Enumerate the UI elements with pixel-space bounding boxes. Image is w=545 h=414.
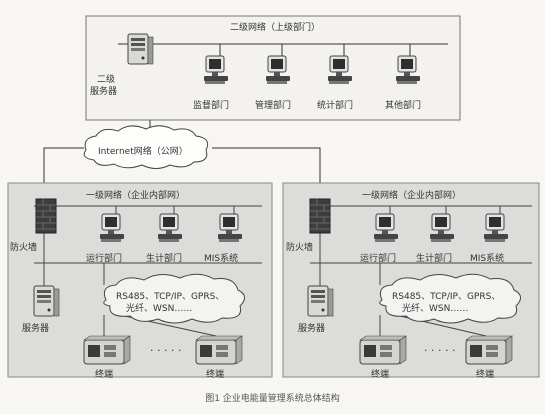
production-dept-label-left: 生计部门	[146, 254, 183, 264]
server-label-right: 服务器	[298, 324, 326, 334]
operation-dept-pc-icon-left	[99, 213, 125, 243]
terminal-ellipsis-right: · · · · ·	[424, 344, 456, 357]
dept-label-supervision: 监督部门	[193, 101, 230, 111]
terminal-ellipsis-left: · · · · ·	[150, 344, 182, 357]
internet-cloud	[83, 125, 209, 169]
terminal-label-right-2: 终端	[476, 370, 495, 380]
secondary-server-label-line1: 二级	[97, 75, 116, 85]
secondary-server-icon	[127, 33, 154, 65]
server-label-left: 服务器	[22, 324, 50, 334]
dept-label-management: 管理部门	[255, 101, 292, 111]
mis-system-label-right: MIS系统	[470, 254, 505, 264]
management-dept-pc-icon	[265, 55, 291, 85]
protocol-text-line1-left: RS485、TCP/IP、GPRS、	[116, 292, 225, 302]
terminal-label-left-2: 终端	[206, 370, 225, 380]
mis-system-label-left: MIS系统	[204, 254, 239, 264]
terminal-icon-left-2	[195, 335, 243, 365]
terminal-icon-right-2	[465, 335, 513, 365]
firewall-icon-left	[35, 198, 57, 234]
terminal-label-left-1: 终端	[95, 370, 114, 380]
other-dept-pc-icon	[395, 55, 421, 85]
protocol-text-line2-left: 光纤、WSN……	[126, 304, 193, 314]
production-dept-label-right: 生计部门	[416, 254, 453, 264]
production-dept-pc-icon-left	[157, 213, 183, 243]
internet-link-left	[43, 147, 84, 198]
secondary-server-label-line2: 服务器	[90, 87, 118, 97]
terminal-label-right-1: 终端	[371, 370, 390, 380]
figure-caption: 图1 企业电能量管理系统总体结构	[205, 394, 340, 404]
operation-dept-label-left: 运行部门	[86, 254, 123, 264]
enterprise-label-left: 一级网络（企业内部网）	[86, 191, 186, 201]
protocol-text-line1-right: RS485、TCP/IP、GPRS、	[392, 292, 501, 302]
protocol-cloud-left	[103, 273, 245, 324]
server-icon-right	[307, 285, 334, 317]
operation-dept-label-right: 运行部门	[360, 254, 397, 264]
statistics-dept-pc-icon	[327, 55, 353, 85]
internet-label: Internet网络（公网）	[98, 147, 188, 157]
terminal-icon-right-1	[359, 335, 407, 365]
firewall-label-right: 防火墙	[286, 243, 314, 253]
internet-link-right	[212, 147, 321, 198]
terminal-icon-left-1	[83, 335, 131, 365]
protocol-text-line2-right: 光纤、WSN……	[402, 304, 469, 314]
operation-dept-pc-icon-right	[373, 213, 399, 243]
server-icon-left	[33, 285, 60, 317]
dept-label-other: 其他部门	[385, 101, 422, 111]
mis-system-pc-icon-right	[483, 213, 509, 243]
supervision-dept-pc-icon	[203, 55, 229, 85]
enterprise-label-right: 一级网络（企业内部网）	[362, 191, 462, 201]
top-network-label: 二级网络（上级部门）	[230, 23, 321, 33]
protocol-cloud-right	[379, 273, 521, 324]
firewall-label-left: 防火墙	[10, 243, 38, 253]
firewall-icon-right	[309, 198, 331, 234]
dept-label-statistics: 统计部门	[317, 101, 354, 111]
mis-system-pc-icon-left	[217, 213, 243, 243]
production-dept-pc-icon-right	[429, 213, 455, 243]
